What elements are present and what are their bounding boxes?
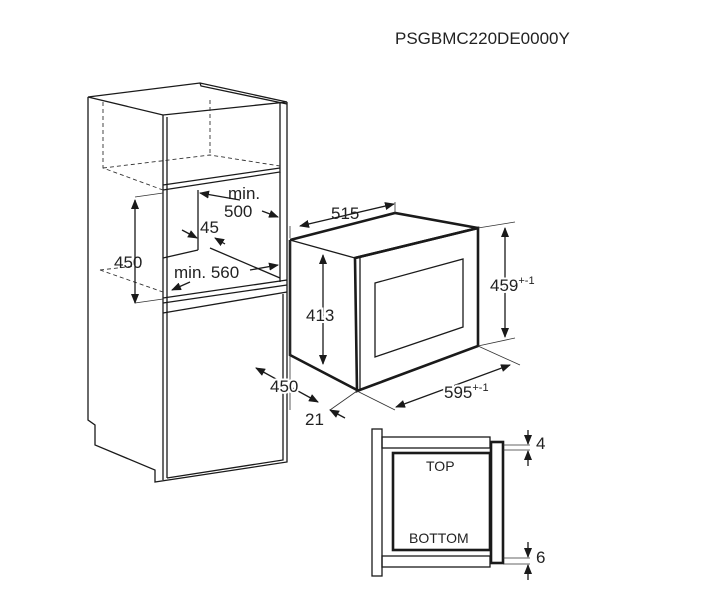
niche-depth-min-label: min.: [228, 184, 260, 203]
front-height-label: 459+-1: [490, 275, 535, 295]
front-width-label: 595+-1: [444, 382, 489, 402]
side-height-label: 413: [306, 306, 334, 325]
microwave-oven: [288, 211, 480, 393]
tall-cabinet: [87, 82, 288, 483]
niche-height-label: 450: [114, 253, 142, 272]
bottom-gap-label: 6: [536, 548, 545, 567]
frame-depth-label: 21: [305, 410, 324, 429]
microwave-dimensions: 515 413 459+-1 595+-1 450 21: [255, 202, 537, 429]
bottom-label: BOTTOM: [409, 530, 469, 546]
oven-window: [374, 258, 464, 358]
model-code: PSGBMC220DE0000Y: [395, 29, 570, 48]
top-label: TOP: [426, 458, 455, 474]
section-view: TOP BOTTOM 4 6: [371, 428, 545, 580]
cabinet-dimensions: 450 min. 500 45 min. 560: [114, 184, 279, 304]
body-depth-label: 450: [270, 377, 298, 396]
niche-width-label: min. 560: [174, 263, 239, 282]
back-gap-label: 45: [200, 218, 219, 237]
depth-label: 515: [331, 204, 359, 223]
niche-depth-label: 500: [224, 202, 252, 221]
top-gap-label: 4: [536, 434, 545, 453]
